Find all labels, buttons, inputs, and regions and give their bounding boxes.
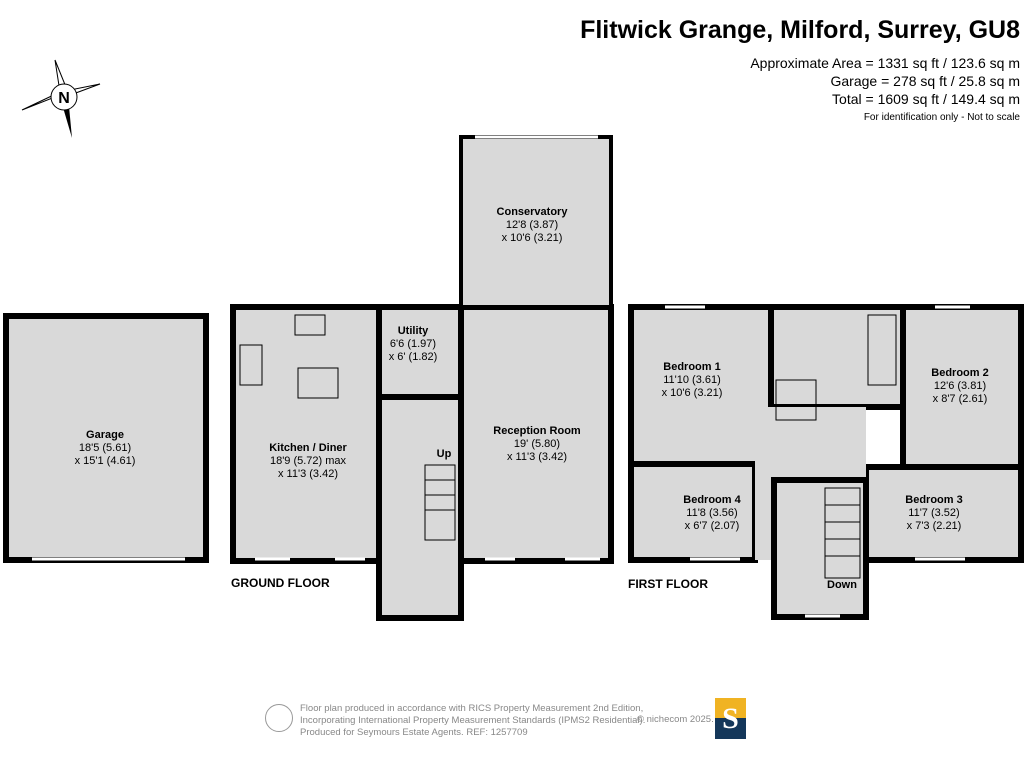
svg-text:Bedroom 1: Bedroom 1: [663, 361, 720, 373]
hallway: [376, 394, 464, 621]
svg-text:Kitchen / Diner: Kitchen / Diner: [269, 442, 347, 454]
stairs: [239, 314, 897, 579]
windows: [32, 135, 970, 618]
agent-logo: S: [715, 698, 746, 739]
ground-floor-label: GROUND FLOOR: [231, 576, 330, 590]
svg-text:N: N: [58, 90, 70, 107]
stair-landing: [771, 477, 869, 620]
room-labels: Garage 18'5 (5.61) x 15'1 (4.61) Kitchen…: [75, 206, 989, 591]
svg-text:6'6 (1.97): 6'6 (1.97): [390, 338, 436, 350]
svg-text:11'8 (3.56): 11'8 (3.56): [686, 507, 737, 519]
total-area: Total = 1609 sq ft / 149.4 sq m: [832, 91, 1020, 107]
svg-text:x 6' (1.82): x 6' (1.82): [389, 351, 438, 363]
svg-text:Utility: Utility: [398, 325, 429, 337]
bedroom-1-room: [628, 304, 774, 467]
compass-north-icon: N: [21, 59, 101, 138]
svg-text:x 15'1 (4.61): x 15'1 (4.61): [75, 455, 136, 467]
svg-text:12'6 (3.81): 12'6 (3.81): [934, 380, 986, 392]
svg-text:Bedroom 4: Bedroom 4: [683, 494, 741, 506]
footer-text: Floor plan produced in accordance with R…: [300, 703, 645, 739]
bedroom-4-room: [628, 461, 758, 563]
footer-line: Floor plan produced in accordance with R…: [300, 703, 644, 714]
svg-text:Bedroom 2: Bedroom 2: [931, 367, 988, 379]
conservatory-room: [459, 135, 613, 309]
svg-text:Garage: Garage: [86, 429, 124, 441]
svg-text:x 10'6 (3.21): x 10'6 (3.21): [662, 387, 723, 399]
footer-line: Produced for Seymours Estate Agents. REF…: [300, 727, 528, 738]
svg-text:11'7 (3.52): 11'7 (3.52): [908, 507, 959, 519]
svg-text:x 6'7 (2.07): x 6'7 (2.07): [685, 520, 740, 532]
svg-text:Reception Room: Reception Room: [493, 425, 581, 437]
svg-text:x 11'3 (3.42): x 11'3 (3.42): [278, 468, 338, 480]
svg-text:Bedroom 3: Bedroom 3: [905, 494, 962, 506]
svg-text:12'8 (3.87): 12'8 (3.87): [506, 219, 558, 231]
svg-text:18'9 (5.72) max: 18'9 (5.72) max: [270, 455, 347, 467]
person-icon: [265, 704, 293, 732]
first-floor-label: FIRST FLOOR: [628, 577, 708, 591]
svg-text:19' (5.80): 19' (5.80): [514, 438, 560, 450]
reception-room: [458, 304, 614, 564]
property-title: Flitwick Grange, Milford, Surrey, GU8: [580, 16, 1020, 44]
svg-text:x 8'7 (2.61): x 8'7 (2.61): [933, 393, 988, 405]
garage-area: Garage = 278 sq ft / 25.8 sq m: [830, 73, 1021, 89]
approximate-area: Approximate Area = 1331 sq ft / 123.6 sq…: [750, 55, 1020, 71]
svg-text:18'5 (5.61): 18'5 (5.61): [79, 442, 131, 454]
bedroom-2-room: [900, 304, 1024, 470]
svg-text:11'10 (3.61): 11'10 (3.61): [663, 374, 721, 386]
scale-note: For identification only - Not to scale: [863, 112, 1020, 123]
svg-text:x 10'6 (3.21): x 10'6 (3.21): [502, 232, 563, 244]
svg-text:x 11'3 (3.42): x 11'3 (3.42): [507, 451, 567, 463]
svg-text:Conservatory: Conservatory: [497, 206, 569, 218]
svg-text:Down: Down: [827, 579, 857, 591]
svg-text:x 7'3 (2.21): x 7'3 (2.21): [907, 520, 962, 532]
copyright: © nichecom 2025.: [637, 714, 714, 725]
bathrooms: [768, 304, 906, 410]
footer-line: Incorporating International Property Mea…: [300, 715, 646, 726]
garage-room: [3, 313, 209, 563]
area-summary: Approximate Area = 1331 sq ft / 123.6 sq…: [750, 54, 1020, 108]
svg-text:Up: Up: [437, 448, 452, 460]
